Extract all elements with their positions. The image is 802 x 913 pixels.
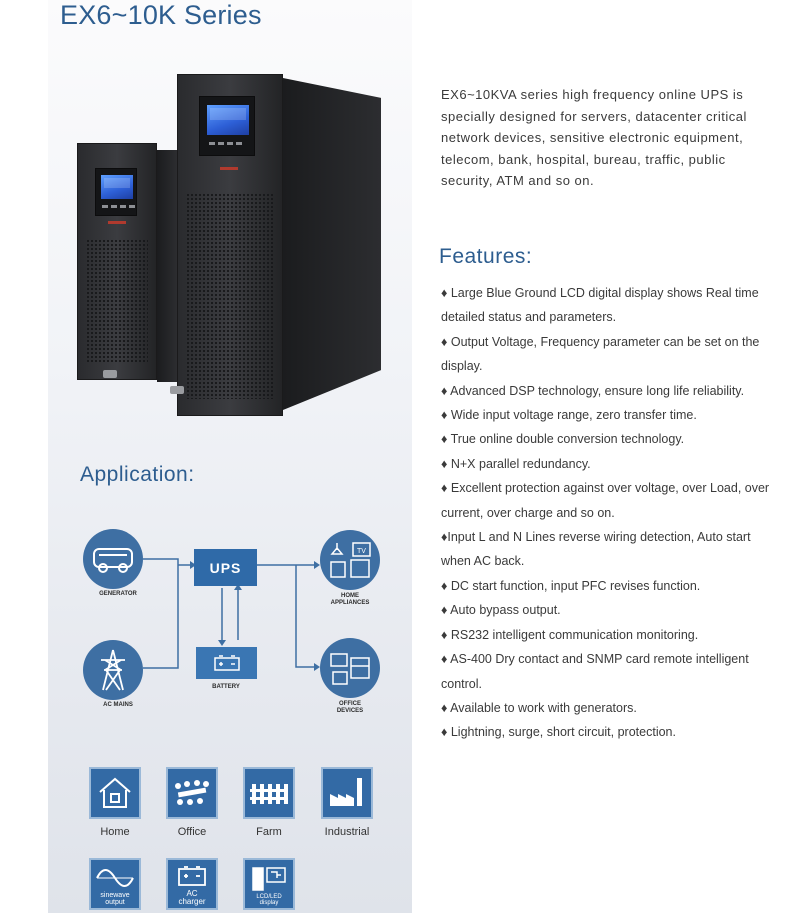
feature-item: ♦Input L and N Lines reverse wiring dete… — [441, 530, 751, 569]
small-lcd-screen — [101, 175, 133, 199]
home-tile-label: Home — [100, 826, 130, 838]
large-keypad — [209, 142, 242, 145]
feature-item: ♦ RS232 intelligent communication monito… — [441, 627, 699, 642]
lcd-display-tile-icon: LCD/LED display — [243, 858, 295, 910]
series-title: EX6~10K Series — [60, 0, 262, 30]
series-description: EX6~10KVA series high frequency online U… — [441, 87, 747, 188]
tv-text: TV — [357, 548, 366, 555]
battery-icon — [196, 647, 257, 679]
feature-item: ♦ Wide input voltage range, zero transfe… — [441, 408, 697, 423]
feature-item: ♦ Large Blue Ground LCD digital display … — [441, 286, 759, 325]
small-lcd-bezel — [95, 168, 137, 216]
farm-tile-label: Farm — [256, 826, 282, 838]
feature-item: ♦ Lightning, surge, short circuit, prote… — [441, 725, 676, 740]
industrial-tile-label: Industrial — [324, 826, 370, 838]
feature-item: ♦ Output Voltage, Frequency parameter ca… — [441, 334, 760, 374]
battery-label: BATTERY — [212, 684, 240, 690]
industrial-tile-icon — [321, 767, 373, 819]
features-title: Features: — [439, 245, 533, 268]
feature-item: ♦ True online double conversion technolo… — [441, 432, 685, 447]
feature-item: ♦ AS-400 Dry contact and SNMP card remot… — [441, 652, 749, 691]
sinewave-tile-icon: sinewave output — [89, 858, 141, 910]
feature-item: ♦ Auto bypass output. — [441, 603, 561, 618]
ac-charger-tile-label: AC charger — [178, 889, 206, 906]
small-cabinet-grille — [86, 239, 148, 363]
large-lcd-bezel — [199, 96, 255, 156]
small-cabinet-foot — [103, 370, 117, 378]
large-cabinet-foot — [170, 386, 184, 394]
ups-block: UPS — [194, 549, 257, 586]
home-appliances-label: HOME APPLIANCES — [330, 593, 370, 606]
large-cabinet-side — [283, 78, 381, 410]
small-cabinet — [77, 143, 157, 380]
sinewave-tile-label: sinewave output — [100, 892, 130, 906]
large-cabinet-logo — [220, 167, 238, 170]
feature-item: ♦ Available to work with generators. — [441, 700, 637, 715]
lcd-display-tile-label: LCD/LED display — [256, 894, 282, 906]
large-cabinet-grille — [186, 193, 274, 399]
ac-mains-label: AC MAINS — [103, 702, 133, 708]
feature-item: ♦ Advanced DSP technology, ensure long l… — [441, 383, 745, 398]
home-tile-icon — [89, 767, 141, 819]
feature-item: ♦ Excellent protection against over volt… — [441, 481, 770, 520]
feature-item: ♦ N+X parallel redundancy. — [441, 456, 591, 471]
large-lcd-screen — [207, 105, 249, 135]
small-cabinet-side — [157, 150, 177, 382]
generator-label: GENERATOR — [99, 591, 137, 597]
office-devices-icon — [320, 638, 380, 698]
office-devices-label: OFFICE DEVICES — [336, 701, 364, 714]
large-cabinet — [177, 74, 283, 416]
office-tile-label: Office — [177, 826, 207, 838]
application-title: Application: — [80, 463, 195, 486]
office-tile-icon — [166, 767, 218, 819]
generator-icon — [83, 529, 143, 589]
farm-tile-icon — [243, 767, 295, 819]
features-list: ♦ Large Blue Ground LCD digital display … — [441, 281, 771, 745]
ac-charger-tile-icon: AC charger — [166, 858, 218, 910]
power-tower-icon — [83, 640, 143, 700]
feature-item: ♦ DC start function, input PFC revises f… — [441, 578, 701, 593]
small-cabinet-logo — [108, 221, 126, 224]
small-keypad — [102, 205, 135, 208]
home-appliances-icon: TV — [320, 530, 380, 590]
